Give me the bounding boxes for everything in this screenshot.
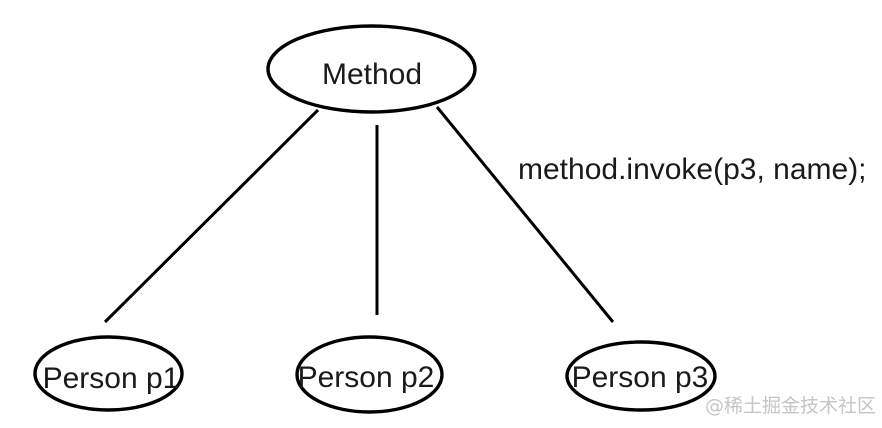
node-person-p3-label: Person p3 <box>572 361 709 394</box>
annotation-method-invoke: method.invoke(p3, name); <box>518 153 867 186</box>
node-method-ellipse <box>266 24 477 114</box>
edge-method-to-p3 <box>435 106 615 323</box>
node-person-p2-ellipse <box>295 335 444 414</box>
node-person-p1-label: Person p1 <box>43 362 180 395</box>
watermark-text: @稀土掘金技术社区 <box>705 395 876 417</box>
node-person-p2-label: Person p2 <box>298 361 435 394</box>
node-method-label: Method <box>322 58 422 91</box>
edge-method-to-p1 <box>103 108 320 324</box>
node-person-p1-ellipse <box>33 335 184 412</box>
node-person-p3-ellipse <box>565 340 717 412</box>
